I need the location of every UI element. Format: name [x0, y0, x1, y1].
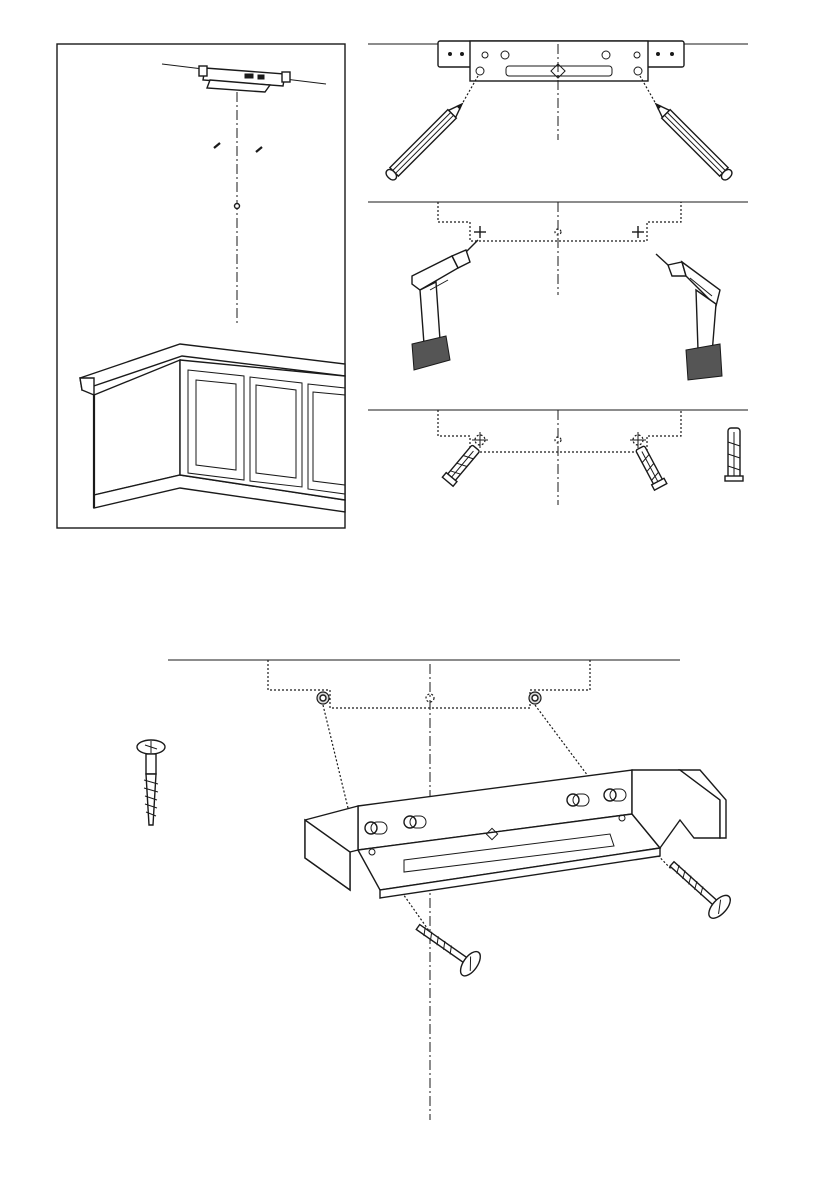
wood-screw-icon: [410, 916, 484, 980]
anchor-hole-icon: [317, 692, 541, 704]
drill-mark-icon: [474, 226, 644, 238]
overview-panel: [57, 44, 345, 528]
wall-plug-icon: [442, 444, 481, 487]
power-drill-icon: [412, 240, 478, 370]
fix-bracket-panel: [137, 660, 734, 1120]
screw-guide-left: [323, 705, 348, 808]
bracket-front-icon: [438, 41, 684, 81]
bracket-outline: [438, 202, 681, 241]
wall-plug-icon: [725, 428, 743, 481]
bracket-outline: [268, 660, 590, 708]
wood-screw-icon: [663, 854, 734, 922]
screw-guide-right: [535, 705, 588, 776]
mini-screw-icon: [214, 143, 262, 152]
pencil-icon: [652, 100, 734, 182]
hole-target-icon: [472, 432, 646, 448]
reference-mark-icon: [235, 204, 240, 209]
drill-holes-panel: [368, 202, 748, 380]
bracket-small-icon: [199, 66, 290, 92]
mounting-bracket-icon: [305, 770, 726, 898]
wall-plug-icon: [634, 445, 667, 490]
wall-cabinet-icon: [80, 344, 345, 512]
mark-holes-panel: [368, 41, 748, 182]
insert-plugs-panel: [368, 410, 748, 505]
power-drill-icon: [656, 254, 722, 380]
pencil-icon: [384, 100, 466, 182]
wood-screw-icon: [137, 740, 165, 825]
